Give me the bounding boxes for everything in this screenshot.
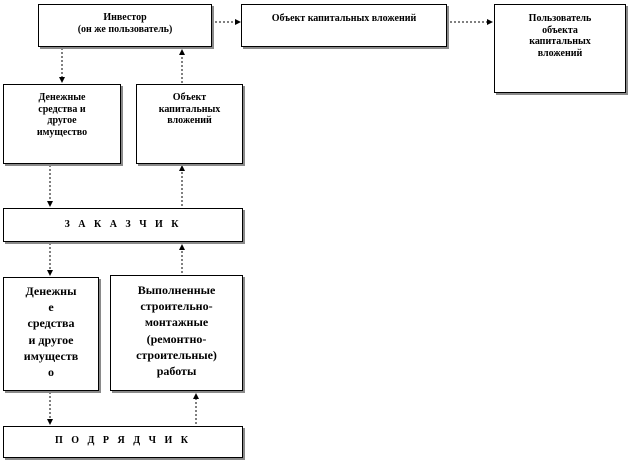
customer-label: З А К А З Ч И К — [64, 219, 182, 230]
money-lower-box: Денежны е средства и другое имуществ о — [3, 277, 99, 391]
works-line-6: работы — [156, 363, 197, 378]
money-upper-line-1: Денежные — [38, 92, 86, 103]
works-line-3: монтажные — [144, 315, 209, 330]
capital-object-mid-line-3: вложений — [167, 115, 212, 126]
investor-box: Инвестор (он же пользователь) — [38, 4, 212, 47]
contractor-box: П О Д Р Я Д Ч И К — [3, 426, 243, 458]
money-lower-line-5: имуществ — [23, 348, 79, 363]
capital-object-mid-line-2: капитальных — [158, 103, 221, 115]
works-box: Выполненные строительно- монтажные (ремо… — [110, 275, 243, 391]
user-label-line-3: капитальных — [529, 36, 591, 47]
money-upper-box: Денежные средства и другое имущество — [3, 84, 121, 164]
user-label-line-4: вложений — [537, 47, 583, 59]
money-upper-line-4: имущество — [36, 126, 88, 138]
money-lower-line-3: средства — [27, 316, 75, 331]
money-lower-line-6: о — [48, 364, 54, 379]
works-line-4: (ремонтно- — [146, 331, 207, 346]
money-upper-line-3: другое — [47, 115, 77, 126]
investor-label: Инвестор — [103, 12, 147, 23]
capital-object-top-box: Объект капитальных вложений — [241, 4, 447, 47]
money-lower-line-4: и другое — [28, 332, 74, 347]
works-line-2: строительно- — [140, 299, 213, 314]
works-line-1: Выполненные — [137, 283, 216, 297]
user-label-line-1: Пользователь — [528, 13, 592, 24]
money-lower-line-1: Денежны — [25, 284, 77, 298]
contractor-label: П О Д Р Я Д Ч И К — [54, 435, 191, 446]
capital-object-mid-box: Объект капитальных вложений — [136, 84, 243, 164]
capital-object-top-label: Объект капитальных вложений — [271, 13, 417, 24]
capital-object-mid-line-1: Объект — [172, 92, 207, 103]
money-upper-line-2: средства и — [38, 103, 86, 115]
money-lower-line-2: е — [48, 300, 54, 315]
customer-box: З А К А З Ч И К — [3, 208, 243, 242]
investor-sublabel: (он же пользователь) — [77, 23, 173, 35]
user-box: Пользователь объекта капитальных вложени… — [494, 4, 626, 93]
works-line-5: строительные) — [136, 347, 217, 362]
user-label-line-2: объекта — [542, 24, 578, 36]
